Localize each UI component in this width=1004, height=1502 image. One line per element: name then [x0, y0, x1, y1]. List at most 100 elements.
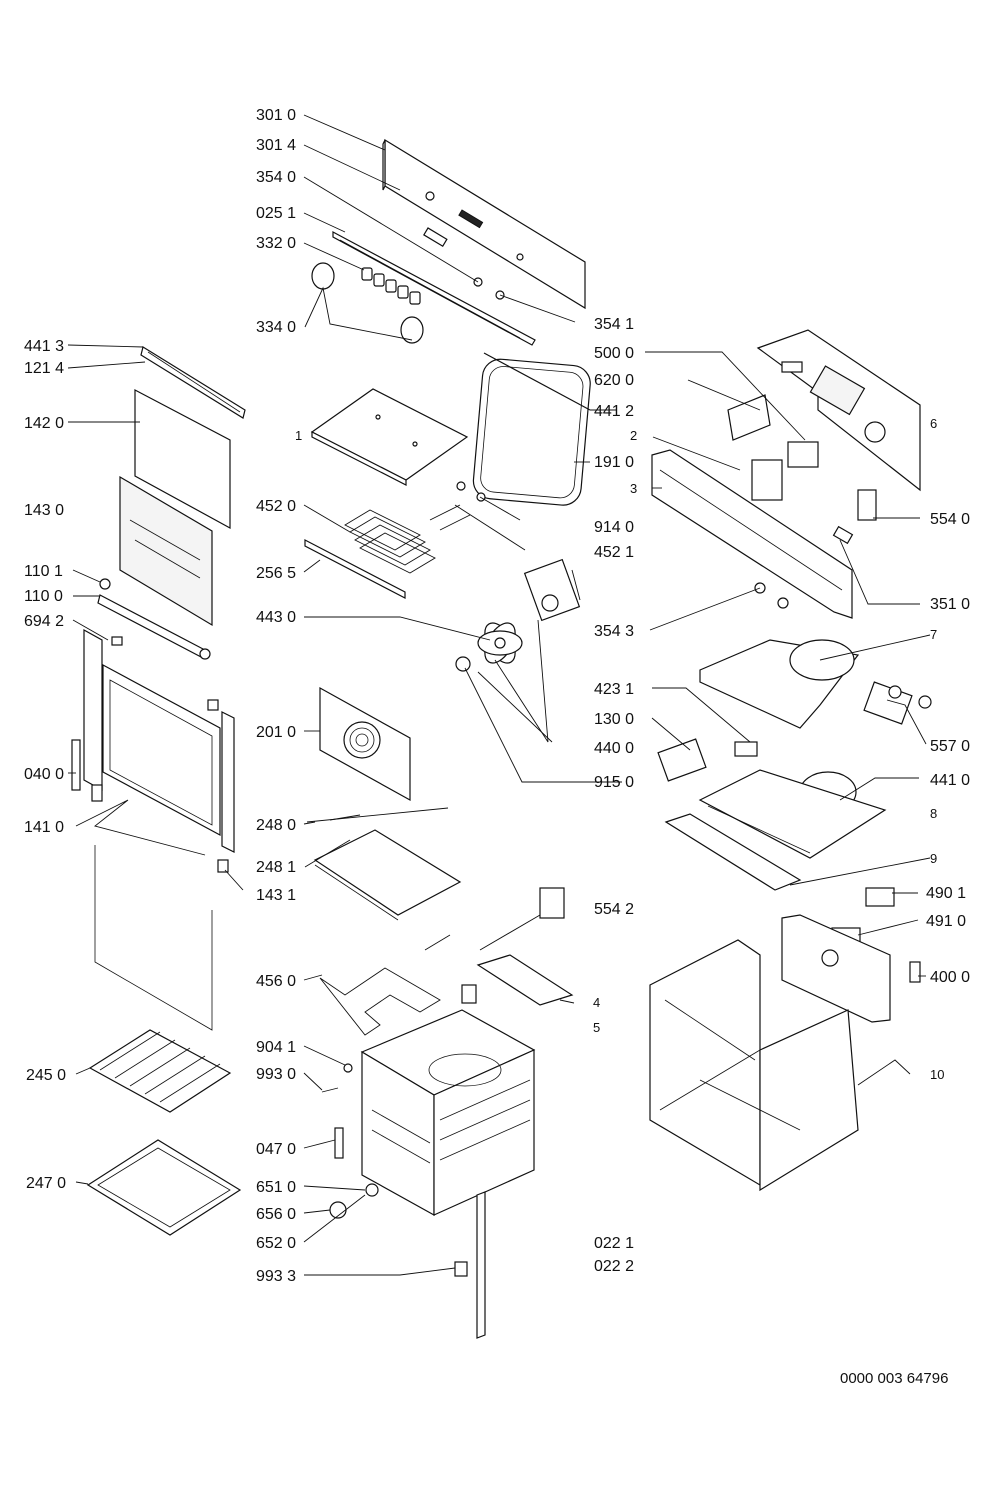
front-frame-trim — [476, 1191, 486, 1339]
motor-shaft — [541, 594, 559, 612]
support-bar-edge — [339, 239, 521, 339]
shelf-runner — [439, 1119, 531, 1161]
part-label: 248 1 — [256, 859, 296, 876]
wire — [159, 1063, 221, 1103]
part-label: 993 0 — [256, 1066, 296, 1083]
wire-shelf — [88, 1029, 232, 1113]
hinge-clip — [111, 636, 123, 646]
screw-shaft — [321, 1087, 339, 1093]
part-label: 441 0 — [930, 772, 970, 789]
element-terminal — [439, 514, 471, 531]
part-label: 142 0 — [24, 415, 64, 432]
door-group — [71, 346, 246, 1031]
shelf-runner — [371, 1129, 431, 1164]
part-label: 993 3 — [256, 1268, 296, 1285]
bracket-edge — [659, 469, 843, 591]
part-label: 914 0 — [594, 519, 634, 536]
push-button — [373, 273, 385, 287]
cooling-duct-base — [698, 769, 887, 859]
control-panel-fascia — [384, 138, 586, 310]
ref-number: 3 — [630, 481, 637, 496]
part-label: 490 1 — [926, 885, 966, 902]
part-label: 904 1 — [256, 1039, 296, 1056]
part-label: 354 0 — [256, 169, 296, 186]
element-shield — [304, 539, 406, 599]
part-label: 301 4 — [256, 137, 296, 154]
vent-grille — [809, 365, 866, 416]
ref-number: 7 — [930, 627, 937, 642]
part-label: 651 0 — [256, 1179, 296, 1196]
part-label: 557 0 — [930, 738, 970, 755]
cavity-fan-opening — [428, 1053, 502, 1087]
shelf-runner — [371, 1109, 431, 1144]
control-knob-left — [311, 262, 335, 290]
part-label: 110 0 — [24, 588, 63, 605]
part-label: 915 0 — [594, 774, 634, 791]
fan-blade — [477, 622, 523, 664]
document-code: 0000 003 64796 — [840, 1370, 948, 1387]
element-nut — [476, 492, 486, 502]
part-label: 301 0 — [256, 107, 296, 124]
part-label: 440 0 — [594, 740, 634, 757]
hinge-clip — [207, 699, 219, 711]
part-label: 256 5 — [256, 565, 296, 582]
transformer — [657, 738, 707, 782]
bottom-cover-plate — [313, 829, 462, 916]
housing-cutout — [781, 361, 803, 373]
module-board — [787, 441, 819, 468]
thermostat-rod — [479, 914, 541, 951]
fan-cover-grille-inner — [349, 727, 375, 753]
electronic-module — [751, 459, 783, 501]
hinge-bracket-lower — [217, 859, 229, 873]
lower-element-terminal — [424, 934, 451, 951]
part-label: 400 0 — [930, 969, 970, 986]
wire — [99, 1031, 161, 1071]
part-label: 022 1 — [594, 1235, 634, 1252]
push-button — [385, 279, 397, 293]
door-hinge-side-left — [83, 628, 103, 792]
motor-bracket — [571, 569, 581, 601]
inner-door-frame — [109, 679, 213, 826]
connector-block — [865, 887, 895, 907]
cover-screw — [375, 414, 381, 420]
probe-wire — [306, 807, 449, 823]
control-panel-group — [311, 138, 586, 346]
wire — [129, 1047, 191, 1087]
ref-number: 2 — [630, 428, 637, 443]
part-labels: 301 0 301 4 354 0 025 1 332 0 334 0 354 … — [24, 107, 970, 1285]
part-label: 620 0 — [594, 372, 634, 389]
ref-number: 4 — [593, 995, 600, 1010]
panel-hole-left — [425, 191, 435, 201]
part-label: 694 2 — [24, 613, 64, 630]
element-terminal — [429, 504, 461, 521]
probe-tip — [329, 814, 361, 821]
part-label: 656 0 — [256, 1206, 296, 1223]
hinge-bracket — [91, 784, 103, 802]
part-label: 500 0 — [594, 345, 634, 362]
top-cover-plate — [310, 388, 469, 481]
part-label: 025 1 — [256, 205, 296, 222]
fan-hub — [494, 637, 506, 649]
inner-door-glass — [119, 475, 213, 627]
door-trim-edge — [147, 351, 241, 413]
accessories-group — [86, 1029, 242, 1236]
shelf-runner — [439, 1099, 531, 1141]
part-label: 456 0 — [256, 973, 296, 990]
part-label: 652 0 — [256, 1235, 296, 1252]
part-label: 441 2 — [594, 403, 634, 420]
part-label: 554 2 — [594, 901, 634, 918]
baking-tray — [86, 1139, 242, 1236]
timer-module — [734, 741, 758, 757]
part-label: 245 0 — [26, 1067, 66, 1084]
door-clip — [99, 578, 111, 590]
part-label: 452 0 — [256, 498, 296, 515]
part-label: 554 0 — [930, 511, 970, 528]
fan-motor-small — [918, 695, 932, 709]
part-label: 201 0 — [256, 724, 296, 741]
ref-number: 5 — [593, 1020, 600, 1035]
lower-heating-element — [319, 967, 441, 1036]
cabinet-frame-left — [649, 939, 761, 1187]
wire — [144, 1055, 206, 1095]
heating-coil — [349, 516, 426, 558]
